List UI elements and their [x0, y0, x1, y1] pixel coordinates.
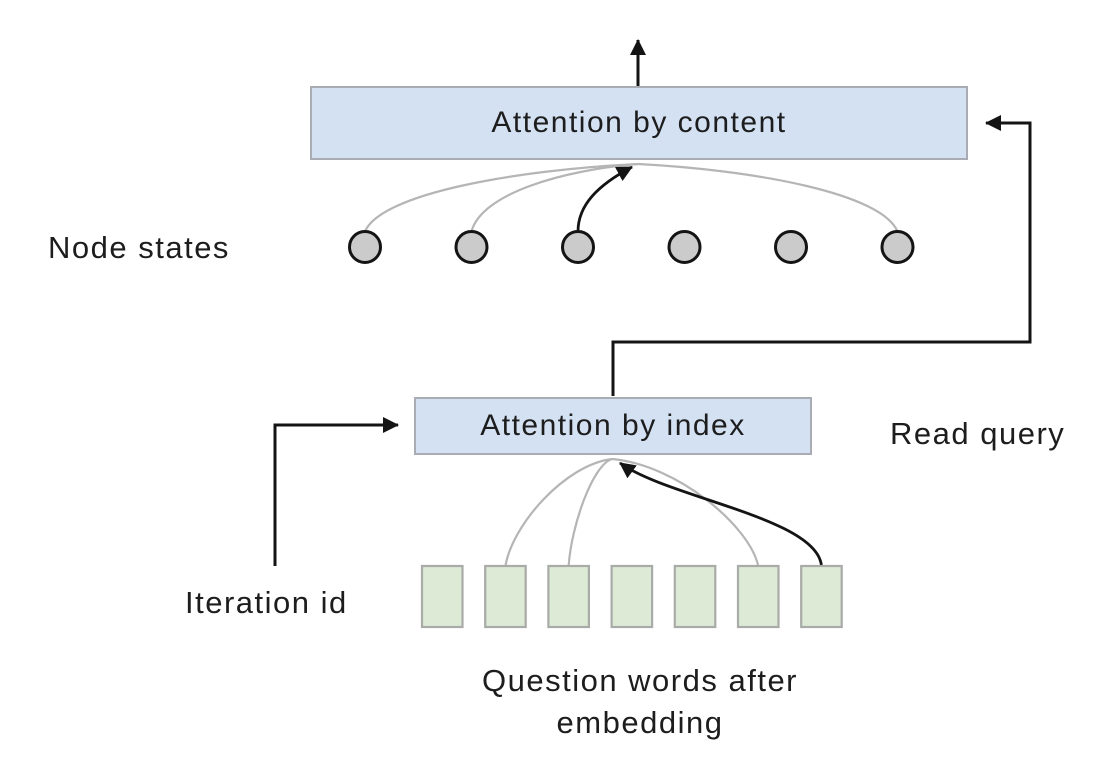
word-to-index-edges	[504, 457, 823, 567]
node-circle-3	[667, 230, 702, 264]
node-states-group	[348, 230, 915, 264]
word-embedding-0	[420, 564, 464, 629]
iteration-id-label: Iteration id	[185, 585, 348, 620]
word-embedding-3	[610, 564, 654, 629]
word-edge-6-active	[619, 461, 823, 567]
node-to-content-edges	[363, 162, 899, 232]
attention-by-index-box: Attention by index	[414, 397, 812, 455]
node-edge-2-active	[576, 165, 633, 232]
node-states-label: Node states	[48, 230, 230, 265]
node-edge-1-inactive	[470, 162, 639, 232]
iteration-id-connector	[273, 417, 399, 566]
word-embedding-5	[736, 564, 780, 629]
word-embedding-2	[547, 564, 591, 629]
question-words-group	[420, 564, 843, 629]
attention-by-content-box: Attention by content	[310, 86, 968, 160]
question-words-caption: Question words after embedding	[481, 663, 799, 740]
word-edge-5-inactive	[611, 457, 760, 567]
read-query-label: Read query	[890, 416, 1066, 451]
node-circle-0	[348, 230, 382, 264]
node-circle-5	[880, 230, 915, 264]
node-circle-2	[561, 230, 595, 264]
attention-by-content-label: Attention by content	[491, 106, 787, 139]
word-embedding-6	[800, 564, 843, 629]
node-circle-4	[774, 230, 808, 264]
attention-by-index-label: Attention by index	[480, 409, 746, 442]
node-edge-0-inactive	[363, 162, 639, 232]
read-query-connector	[611, 115, 1032, 396]
word-edge-1-inactive	[504, 457, 613, 567]
word-embedding-1	[484, 564, 527, 629]
word-embedding-4	[673, 564, 717, 629]
node-circle-1	[454, 230, 489, 264]
node-edge-5-inactive	[637, 162, 899, 232]
word-edge-2-inactive	[567, 457, 613, 567]
